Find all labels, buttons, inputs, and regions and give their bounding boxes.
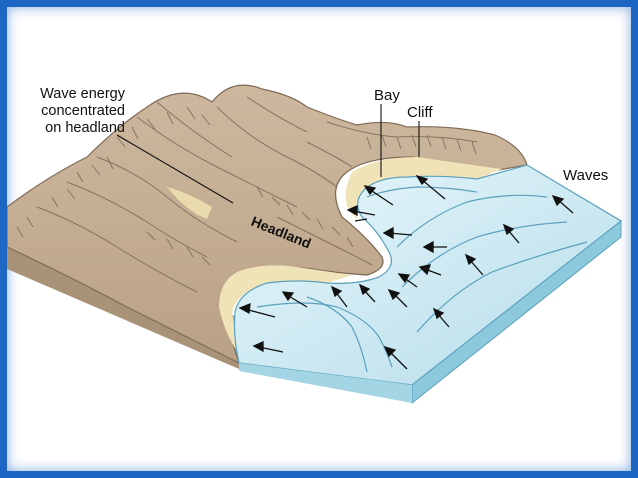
wave-arrows [238,174,574,370]
arrow-1 [363,185,394,206]
arrow-9 [464,253,484,276]
wave-energy-line-2: concentrated [41,103,125,119]
headland-beach [167,187,212,219]
land-texture [16,96,478,293]
cliff-label: Cliff [407,104,433,121]
wave-crests [256,186,588,373]
bay-beach-lower [219,265,352,363]
arrow-16 [252,340,284,353]
wave-energy-label: Wave energy concentrated on headland [19,86,125,137]
arrow-8 [551,194,574,214]
arrow-11 [330,285,348,308]
arrow-19 [354,218,368,222]
bay-label: Bay [374,87,400,104]
leader-wave-energy [116,134,234,204]
leader-lines [116,104,420,204]
water-front-face [239,363,412,403]
arrow-17 [432,307,450,328]
arrow-15 [238,302,276,318]
arrow-6 [418,264,442,276]
wave-energy-line-3: on headland [45,120,125,136]
arrow-2 [415,174,446,200]
arrow-7 [502,223,520,244]
arrow-3 [346,204,376,217]
arrow-4 [382,226,413,240]
waves-label: Waves [563,167,609,184]
arrow-18 [383,345,408,370]
coastline-diagram [7,84,623,405]
wave-energy-line-1: Wave energy [40,86,125,102]
arrow-10 [281,291,308,308]
arrow-12 [358,283,376,303]
arrow-5 [422,240,447,254]
bay-beach-upper [345,157,502,219]
arrow-14 [397,273,418,288]
water-surface [233,164,623,386]
arrow-13 [387,288,408,308]
